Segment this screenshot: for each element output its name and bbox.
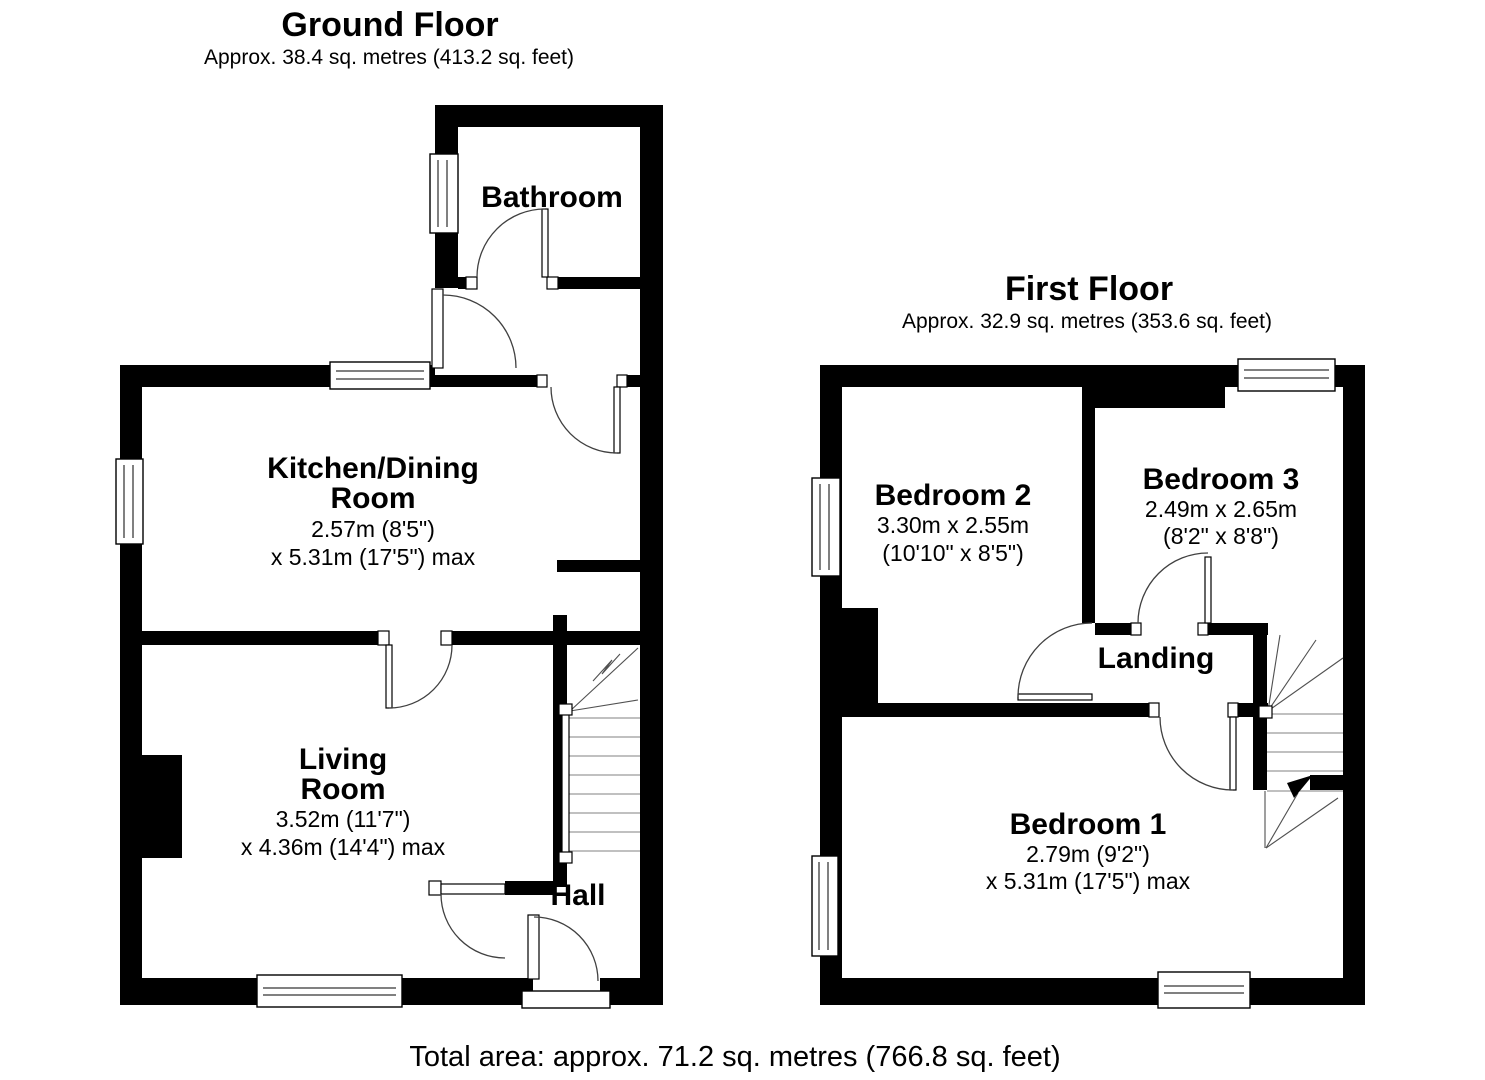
gf-staircase — [558, 647, 640, 864]
living-room-label: Living Room 3.52m (11'7") x 4.36m (14'4"… — [241, 743, 446, 860]
svg-text:2.49m x 2.65m: 2.49m x 2.65m — [1145, 496, 1297, 522]
back-door — [431, 288, 517, 369]
ff-windows — [811, 358, 1336, 1009]
first-floor-plan: First Floor Approx. 32.9 sq. metres (353… — [811, 270, 1365, 1009]
gf-jamb — [546, 276, 559, 290]
svg-text:2.57m (8'5"): 2.57m (8'5") — [311, 516, 435, 542]
first-floor-walls — [820, 365, 1365, 1005]
ground-floor-plan: Ground Floor Approx. 38.4 sq. metres (41… — [115, 6, 663, 1009]
svg-text:x 5.31m (17'5") max: x 5.31m (17'5") max — [986, 868, 1191, 894]
bedroom3-top-window — [1237, 358, 1336, 392]
gf-doors — [385, 208, 621, 1009]
ff-wall-bed3-bottom-b — [1208, 623, 1268, 635]
ff-wall-bed3-bottom-a — [1095, 623, 1131, 635]
bedroom1-bottom-window — [1157, 971, 1251, 1009]
bedroom2-door — [1017, 622, 1093, 701]
ff-staircase — [1258, 634, 1344, 849]
gf-wall-right — [640, 105, 663, 1005]
stairs-newel — [558, 851, 573, 864]
gf-wall-living-divider-a — [142, 631, 378, 645]
svg-text:Room: Room — [301, 773, 386, 806]
bedroom2-label: Bedroom 2 3.30m x 2.55m (10'10" x 8'5") — [875, 479, 1032, 566]
bedroom1-label: Bedroom 1 2.79m (9'2") x 5.31m (17'5") m… — [986, 808, 1191, 894]
bedroom1-left-window — [811, 855, 839, 957]
ff-wall-bed3-thick-corner — [1082, 387, 1225, 408]
svg-text:Bedroom 3: Bedroom 3 — [1143, 463, 1300, 496]
gf-wall-bathroom-top — [435, 105, 663, 127]
stairs-break-mark — [592, 653, 621, 682]
ground-floor-title: Ground Floor — [281, 6, 498, 44]
ff-wall-stair-stub — [1310, 775, 1345, 790]
ff-jamb — [1148, 702, 1160, 718]
bedroom3-label: Bedroom 3 2.49m x 2.65m (8'2" x 8'8") — [1143, 463, 1300, 549]
living-bottom-window — [256, 974, 403, 1008]
svg-text:3.30m x 2.55m: 3.30m x 2.55m — [877, 512, 1029, 538]
gf-windows — [115, 153, 459, 1008]
svg-text:Bedroom 2: Bedroom 2 — [875, 479, 1032, 512]
gf-chimney-breast — [142, 755, 182, 858]
bathroom-door — [476, 208, 549, 278]
svg-text:2.79m (9'2"): 2.79m (9'2") — [1026, 841, 1150, 867]
ff-wall-top — [820, 365, 1365, 387]
bedroom1-door — [1159, 716, 1237, 791]
ff-doors — [1017, 552, 1237, 791]
svg-text:3.52m (11'7"): 3.52m (11'7") — [276, 806, 411, 832]
bathroom-left-window — [429, 153, 459, 234]
kitchen-top-window — [329, 361, 431, 390]
bedroom2-left-window — [811, 477, 841, 577]
kitchen-door — [550, 386, 621, 454]
gf-kitchen-door-opening — [547, 374, 617, 388]
stairs-newel — [558, 703, 573, 716]
svg-text:Room: Room — [331, 482, 416, 515]
gf-wall-stair-cupboard — [557, 560, 643, 572]
gf-jamb — [465, 276, 478, 290]
kitchen-label: Kitchen/Dining Room 2.57m (8'5") x 5.31m… — [267, 452, 479, 570]
stairs-handrail — [561, 709, 570, 856]
gf-living-door-opening — [389, 630, 441, 646]
ff-wall-bottom — [820, 978, 1365, 1005]
first-floor-title: First Floor — [1005, 270, 1173, 308]
svg-text:Kitchen/Dining: Kitchen/Dining — [267, 452, 479, 485]
bathroom-label: Bathroom — [481, 181, 623, 214]
front-door-threshold — [521, 990, 611, 1009]
gf-jamb — [536, 374, 548, 388]
svg-text:Bedroom 1: Bedroom 1 — [1010, 808, 1167, 841]
ff-wall-bed2-bed3-divider — [1082, 387, 1095, 623]
front-door — [521, 914, 611, 1009]
svg-text:(10'10" x 8'5"): (10'10" x 8'5") — [882, 540, 1023, 566]
svg-text:x 5.31m (17'5") max: x 5.31m (17'5") max — [271, 544, 476, 570]
gf-jamb — [428, 880, 442, 896]
living-room-door — [385, 644, 453, 709]
hall-label: Hall — [550, 879, 605, 912]
ff-wall-right — [1343, 365, 1365, 1005]
ff-wall-bed1-north-a — [842, 703, 1149, 717]
svg-text:Living: Living — [299, 743, 387, 776]
stairs-direction-arrow — [1287, 775, 1313, 798]
ff-jamb — [1227, 702, 1239, 718]
ff-chimney-breast — [842, 608, 878, 705]
ground-floor-subtitle: Approx. 38.4 sq. metres (413.2 sq. feet) — [204, 46, 574, 69]
first-floor-subtitle: Approx. 32.9 sq. metres (353.6 sq. feet) — [902, 310, 1272, 333]
ff-stairs-newel — [1258, 705, 1273, 719]
gf-wall-lobby-south-a — [435, 375, 547, 387]
gf-wall-hall-stub — [505, 881, 553, 895]
ff-jamb — [1197, 622, 1209, 636]
gf-jamb — [377, 630, 390, 646]
kitchen-left-window — [115, 458, 144, 545]
ff-jamb — [1130, 622, 1142, 636]
svg-text:x 4.36m (14'4") max: x 4.36m (14'4") max — [241, 834, 446, 860]
hall-door — [440, 883, 506, 959]
total-area-text: Total area: approx. 71.2 sq. metres (766… — [409, 1041, 1060, 1073]
bedroom3-door — [1137, 552, 1212, 624]
gf-jamb — [440, 630, 453, 646]
gf-jamb — [616, 374, 628, 388]
landing-label: Landing — [1098, 642, 1215, 675]
svg-text:(8'2" x 8'8"): (8'2" x 8'8") — [1163, 523, 1279, 549]
gf-bathroom-door-opening — [477, 276, 547, 290]
